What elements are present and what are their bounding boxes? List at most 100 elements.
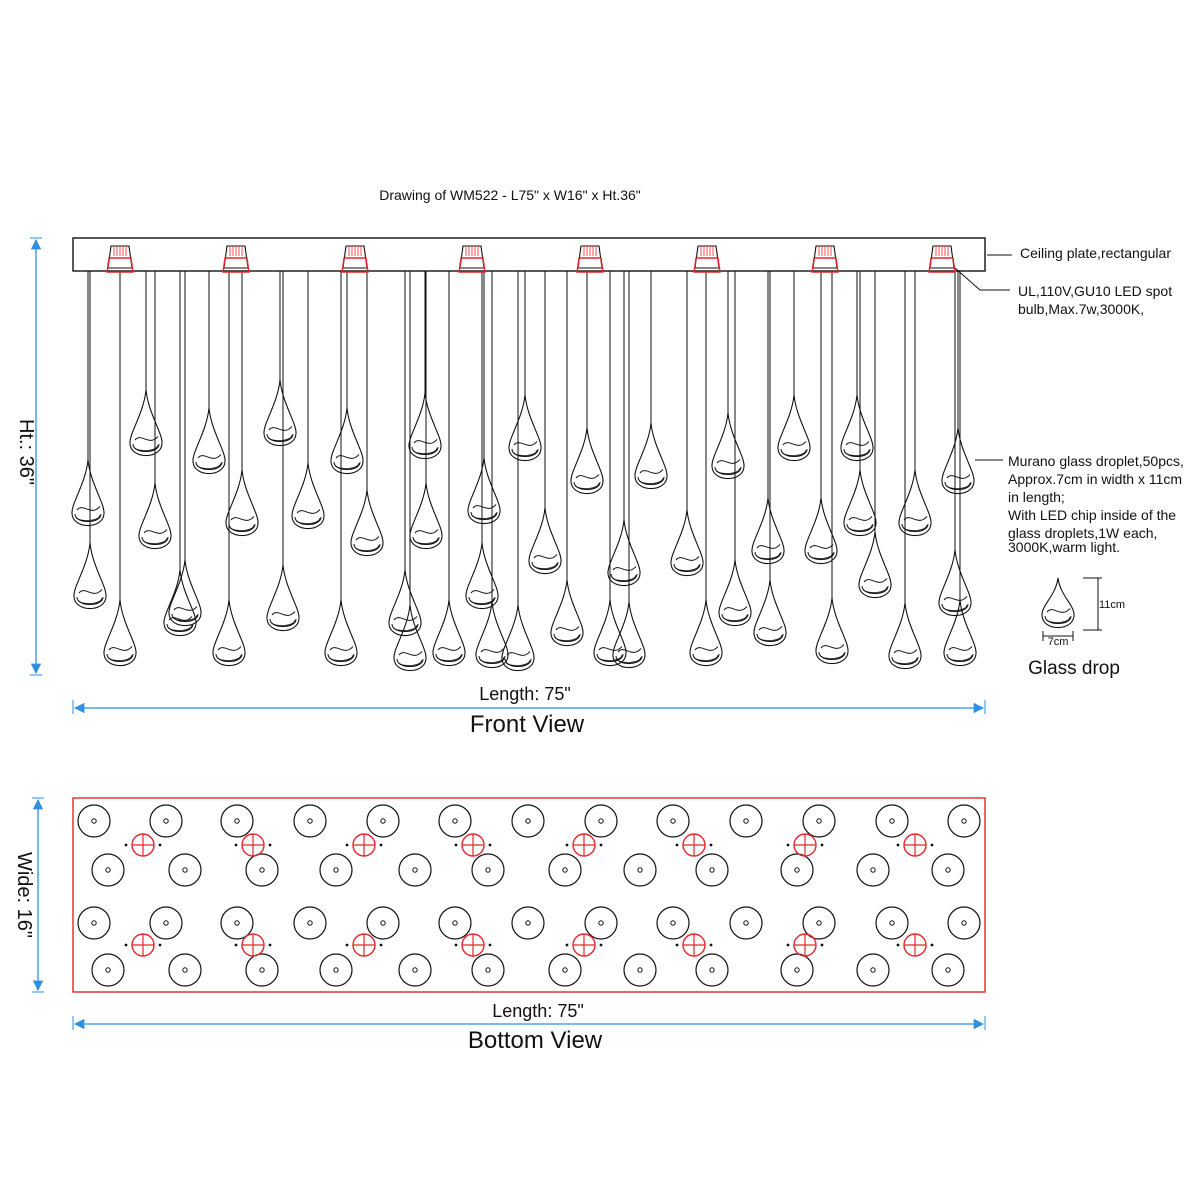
glass-droplet	[751, 497, 785, 565]
glass-droplet	[888, 602, 922, 670]
glass-droplet	[777, 394, 811, 462]
glass-droplet	[941, 427, 975, 495]
spotlight-position	[234, 933, 272, 957]
spotlight-position	[124, 833, 162, 857]
droplet-position	[438, 906, 472, 940]
glass-droplet	[168, 559, 202, 627]
droplet-position	[471, 853, 505, 887]
bottom-view-caption: Bottom View	[468, 1027, 603, 1054]
droplet-position	[729, 804, 763, 838]
droplet-position	[695, 953, 729, 987]
droplet-position	[875, 804, 909, 838]
droplet-position	[319, 953, 353, 987]
droplet-position	[548, 853, 582, 887]
droplet-position	[780, 853, 814, 887]
spotlight-bulb	[928, 245, 956, 273]
spotlight-bulb	[458, 245, 486, 273]
spotlight-position	[786, 833, 824, 857]
glass-droplet	[350, 489, 384, 557]
droplet-position	[623, 953, 657, 987]
glass-droplet	[753, 579, 787, 647]
glass-droplets	[71, 379, 977, 672]
droplet-position	[149, 804, 183, 838]
droplet-position	[168, 853, 202, 887]
glass-droplet	[804, 497, 838, 565]
droplet-label-line-6: 3000K,warm light.	[1008, 539, 1120, 555]
spotlight-position	[565, 933, 603, 957]
glass-droplet	[475, 601, 509, 669]
droplet-position	[471, 953, 505, 987]
droplet-position	[623, 853, 657, 887]
glass-drop-detail	[1041, 577, 1075, 629]
droplet-position	[366, 804, 400, 838]
droplet-position	[947, 804, 981, 838]
spotlight-position	[454, 933, 492, 957]
glass-droplet	[192, 407, 226, 475]
spotlight-position	[234, 833, 272, 857]
bulb-label-line-1: UL,110V,GU10 LED spot	[1018, 283, 1172, 299]
glass-droplet	[858, 531, 892, 599]
spotlight-bulbs	[106, 245, 956, 273]
glass-droplet	[670, 509, 704, 577]
spotlight-bulb	[576, 245, 604, 273]
glass-droplet	[388, 569, 422, 637]
glass-droplet	[409, 482, 443, 550]
glass-droplet	[393, 604, 427, 672]
droplet-position	[856, 853, 890, 887]
droplet-position	[511, 906, 545, 940]
glass-droplet	[465, 542, 499, 610]
glass-droplet	[528, 507, 562, 575]
droplet-label-line-5: glass droplets,1W each,	[1008, 525, 1157, 541]
bulb-leader	[954, 267, 1010, 291]
glass-droplet	[550, 579, 584, 647]
glass-drop-caption: Glass drop	[1028, 658, 1120, 679]
droplet-position	[931, 853, 965, 887]
glass-droplet	[843, 469, 877, 537]
droplet-position	[398, 853, 432, 887]
glass-droplet	[840, 394, 874, 462]
droplet-position	[438, 804, 472, 838]
glass-droplet	[266, 564, 300, 632]
glass-droplet	[612, 601, 646, 669]
spotlight-bulb	[811, 245, 839, 273]
spotlight-bulb	[693, 245, 721, 273]
ceiling-plate-label: Ceiling plate,rectangular	[1020, 245, 1171, 261]
bulb-label-line-2: bulb,Max.7w,3000K,	[1018, 301, 1144, 317]
glass-drop-height-label: 11cm	[1099, 599, 1125, 611]
droplet-position	[656, 804, 690, 838]
droplet-position	[695, 853, 729, 887]
droplet-position	[77, 804, 111, 838]
droplet-position	[780, 953, 814, 987]
droplet-position	[398, 953, 432, 987]
droplet-position	[802, 906, 836, 940]
droplet-position	[584, 804, 618, 838]
spotlight-position	[675, 933, 713, 957]
glass-droplet	[508, 394, 542, 462]
glass-droplet	[71, 459, 105, 527]
droplet-label-line-2: Approx.7cm in width x 11cm	[1008, 471, 1182, 487]
glass-droplet	[711, 412, 745, 480]
droplet-position	[729, 906, 763, 940]
droplet-position	[91, 953, 125, 987]
spotlight-bulb	[106, 245, 134, 273]
spotlight-position	[124, 933, 162, 957]
droplet-position	[149, 906, 183, 940]
droplet-label-line-3: in length;	[1008, 489, 1065, 505]
glass-droplet	[129, 389, 163, 457]
droplet-position	[319, 853, 353, 887]
bottom-spotlight-positions	[124, 833, 934, 957]
droplet-position	[293, 804, 327, 838]
spotlight-position	[345, 833, 383, 857]
height-label: Ht.: 36"	[15, 419, 37, 485]
droplet-position	[856, 953, 890, 987]
droplet-position	[220, 804, 254, 838]
glass-droplet	[408, 392, 442, 460]
glass-drop-width-label: 7cm	[1048, 636, 1069, 648]
glass-droplet	[938, 549, 972, 617]
glass-droplet	[212, 599, 246, 667]
width-label: Wide: 16"	[13, 852, 35, 938]
front-length-label: Length: 75"	[479, 684, 570, 704]
spotlight-bulb	[341, 245, 369, 273]
glass-droplet	[943, 599, 977, 667]
